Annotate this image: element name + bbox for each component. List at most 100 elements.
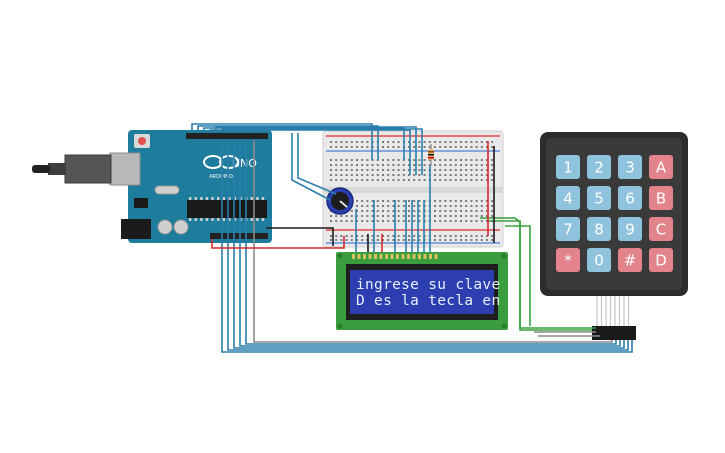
keypad-key-hash[interactable]: #	[618, 248, 642, 272]
lcd-line-2: D es la tecla en	[356, 293, 500, 309]
lcd-pin-header[interactable]	[352, 254, 438, 259]
wire[interactable]	[253, 140, 613, 343]
breadboard[interactable]	[322, 130, 504, 248]
wire[interactable]	[233, 140, 625, 349]
wire[interactable]	[245, 140, 617, 345]
lcd-pin[interactable]	[363, 254, 366, 259]
potentiometer[interactable]	[326, 187, 354, 215]
power-rail-top-red	[326, 135, 500, 137]
keypad-key-4[interactable]: 4	[556, 186, 580, 210]
keypad-keys[interactable]: 1 2 3 A 4 5 6 B 7 8 9 C * 0 # D	[556, 155, 673, 272]
reset-button-cap[interactable]	[138, 137, 146, 145]
wires[interactable]	[191, 123, 633, 353]
lcd-pin[interactable]	[401, 254, 405, 259]
usb-cable[interactable]	[32, 154, 112, 184]
keypad-key-label: 1	[563, 159, 573, 177]
keypad-key-label: D	[655, 252, 667, 270]
keypad-key-1[interactable]: 1	[556, 155, 580, 179]
wire[interactable]	[505, 225, 531, 326]
wire[interactable]	[209, 129, 411, 175]
lcd-pin[interactable]	[374, 254, 377, 259]
chip-pins	[189, 197, 265, 221]
arduino-brand-label: ARDUINO	[209, 174, 233, 180]
wire[interactable]	[215, 126, 417, 175]
keypad-4x4[interactable]: 1 2 3 A 4 5 6 B 7 8 9 C * 0 # D	[540, 132, 688, 340]
keypad-key-6[interactable]: 6	[618, 186, 642, 210]
keypad-connector[interactable]	[592, 326, 636, 340]
usb-port[interactable]	[109, 152, 141, 186]
capacitor-2	[173, 219, 189, 235]
wire[interactable]	[297, 133, 337, 195]
voltage-regulator	[134, 198, 148, 208]
keypad-key-label: B	[656, 190, 666, 208]
keypad-key-d[interactable]: D	[649, 248, 673, 272]
atmega-chip	[187, 200, 267, 218]
lcd-pin[interactable]	[385, 254, 388, 259]
lcd-pin[interactable]	[434, 254, 438, 259]
arduino-uno-board[interactable]: ARDUINO UNO	[109, 130, 272, 243]
wire[interactable]	[203, 127, 405, 160]
analog-pin-header[interactable]	[210, 233, 268, 239]
lcd-line-1: ingrese su clave	[356, 277, 500, 293]
capacitor-1	[157, 219, 173, 235]
lcd-pin[interactable]	[352, 254, 355, 259]
wire[interactable]	[221, 128, 423, 175]
keypad-ribbon-cable	[596, 296, 630, 328]
breadboard-center-channel	[323, 187, 503, 193]
keypad-key-label: 3	[625, 159, 635, 177]
keypad-key-label: #	[624, 252, 637, 270]
power-rail-top-blue	[326, 150, 500, 152]
keypad-key-label: 9	[625, 221, 635, 239]
keypad-key-label: 6	[625, 190, 635, 208]
wire[interactable]	[211, 236, 345, 249]
keypad-key-9[interactable]: 9	[618, 217, 642, 241]
lcd-pin[interactable]	[412, 254, 416, 259]
lcd-pin[interactable]	[396, 254, 399, 259]
lcd-pin[interactable]	[429, 254, 432, 259]
keypad-key-label: *	[564, 252, 572, 270]
lcd-display[interactable]: ingrese su clave D es la tecla en	[336, 252, 508, 330]
lcd-screen	[350, 270, 494, 314]
keypad-key-label: 7	[563, 221, 573, 239]
keypad-key-5[interactable]: 5	[587, 186, 611, 210]
keypad-key-c[interactable]: C	[649, 217, 673, 241]
lcd-pin[interactable]	[418, 254, 421, 259]
wire[interactable]	[266, 227, 334, 246]
lcd-pin[interactable]	[357, 254, 361, 259]
lcd-pin[interactable]	[407, 254, 410, 259]
crystal-oscillator	[154, 185, 180, 195]
keypad-key-a[interactable]: A	[649, 155, 673, 179]
resistor[interactable]	[428, 144, 434, 166]
keypad-key-label: 8	[594, 221, 604, 239]
keypad-key-0[interactable]: 0	[587, 248, 611, 272]
lcd-pin[interactable]	[368, 254, 372, 259]
power-rail-bottom-blue	[326, 242, 500, 244]
wire[interactable]	[197, 125, 379, 160]
wire[interactable]	[487, 220, 596, 329]
keypad-key-8[interactable]: 8	[587, 217, 611, 241]
keypad-key-label: 5	[594, 190, 604, 208]
lcd-pin[interactable]	[423, 254, 427, 259]
arduino-model-label: UNO	[232, 157, 257, 170]
power-rail-bottom-red	[326, 229, 500, 231]
keypad-key-3[interactable]: 3	[618, 155, 642, 179]
digital-pin-header[interactable]	[186, 133, 268, 139]
wire[interactable]	[221, 140, 633, 353]
wire[interactable]	[239, 140, 621, 347]
wire[interactable]	[291, 133, 331, 201]
keypad-key-label: A	[656, 159, 667, 177]
power-jack[interactable]	[121, 219, 151, 239]
keypad-key-label: C	[656, 221, 666, 239]
lcd-pin[interactable]	[390, 254, 394, 259]
keypad-key-label: 4	[563, 190, 573, 208]
keypad-key-b[interactable]: B	[649, 186, 673, 210]
keypad-key-star[interactable]: *	[556, 248, 580, 272]
keypad-key-2[interactable]: 2	[587, 155, 611, 179]
keypad-key-label: 2	[594, 159, 604, 177]
keypad-key-label: 0	[594, 252, 604, 270]
keypad-key-7[interactable]: 7	[556, 217, 580, 241]
lcd-pin[interactable]	[379, 254, 383, 259]
wire[interactable]	[227, 140, 629, 351]
wire[interactable]	[191, 123, 373, 160]
